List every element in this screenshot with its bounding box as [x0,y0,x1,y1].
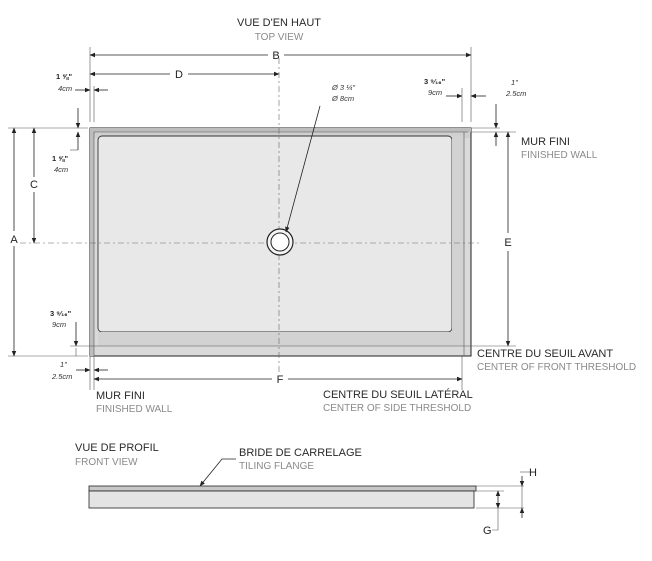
bottom-threshold-imperial: 3 ⁹⁄₁₆" [50,309,72,318]
top-view-subtitle: TOP VIEW [255,32,304,43]
dimension-c-label: C [30,179,38,191]
side-threshold-en: CENTER OF SIDE THRESHOLD [323,403,471,414]
side-threshold-fr: CENTRE DU SEUIL LATÉRAL [323,388,473,401]
dimension-g-label: G [483,525,492,537]
tiling-flange-en: TILING FLANGE [239,461,314,472]
left-wall-side-imperial: 1 ⅝" [52,154,69,163]
bottom-left-imperial: 1" [60,360,67,369]
dimension-a-label: A [10,234,18,246]
front-view-subtitle: FRONT VIEW [75,457,138,468]
shower-base-outline [89,127,472,357]
drain-size-metric: Ø 8cm [331,94,354,103]
dimension-h-label: H [529,467,537,479]
finished-wall-bottom-en: FINISHED WALL [96,404,173,415]
tiling-flange-leader [199,458,236,487]
tiling-flange-fr: BRIDE DE CARRELAGE [239,447,362,459]
front-threshold-fr: CENTRE DU SEUIL AVANT [477,348,613,360]
finished-wall-right-en: FINISHED WALL [521,150,598,161]
drain-leader [285,105,321,233]
dimension-b-label: B [272,50,279,62]
left-wall-top-imperial: 1 ⅝" [56,72,73,81]
right-threshold-imperial: 3 ⁹⁄₁₆" [424,77,446,86]
front-view-profile [88,485,477,509]
top-view-title: VUE D'EN HAUT [237,17,321,29]
front-view-title: VUE DE PROFIL [75,442,159,454]
right-wall-metric: 2.5cm [505,89,526,98]
right-threshold-metric: 9cm [428,88,442,97]
left-wall-top-metric: 4cm [58,84,72,93]
dimension-d-label: D [175,69,183,81]
finished-wall-bottom-fr: MUR FINI [96,390,145,402]
bottom-threshold-metric: 9cm [52,320,66,329]
left-wall-side-metric: 4cm [54,165,68,174]
dimension-e-label: E [504,237,511,249]
drain-icon [266,228,294,256]
right-wall-imperial: 1" [511,78,518,87]
finished-wall-right-fr: MUR FINI [521,136,570,148]
front-threshold-en: CENTER OF FRONT THRESHOLD [477,362,636,373]
dimension-f-label: F [277,374,284,386]
bottom-left-metric: 2.5cm [51,372,72,381]
drain-size-imperial: Ø 3 ¼" [331,83,355,92]
